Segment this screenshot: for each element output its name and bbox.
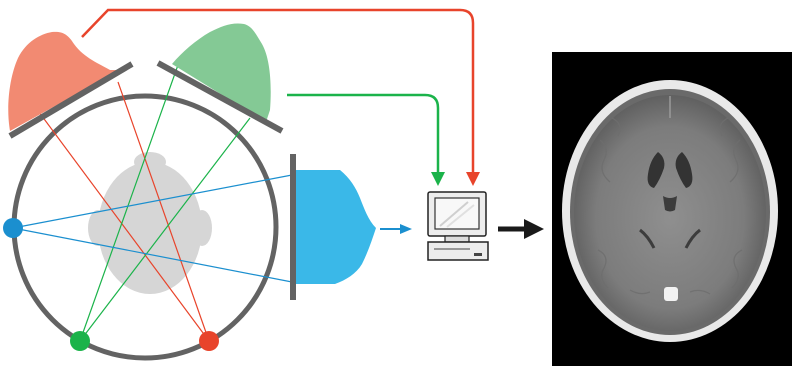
ct-scan-image [552,52,792,366]
red-detector [8,31,134,139]
head-silhouette [88,152,212,294]
red-signal-arrow [81,8,480,186]
output-arrow [498,219,544,239]
red-source-dot [199,331,219,351]
blue-detector [290,154,376,300]
computer-icon [427,191,489,261]
green-detector [156,23,284,134]
green-signal-arrow [287,93,445,186]
blue-beam-lines [12,174,293,283]
red-beam-lines [29,81,210,342]
blue-signal-arrow [380,224,412,234]
blue-source-dot [3,218,23,238]
green-beam-lines [79,64,251,342]
green-source-dot [70,331,90,351]
